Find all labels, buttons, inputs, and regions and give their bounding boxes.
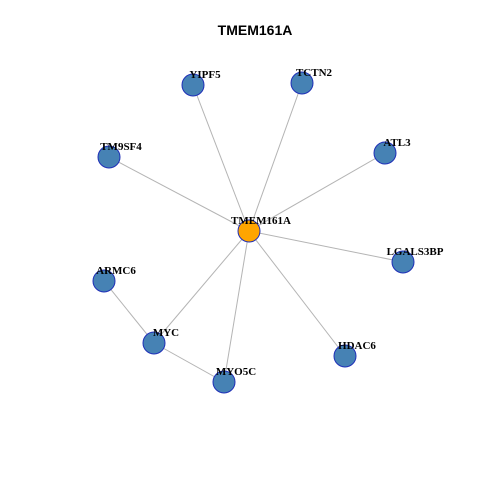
edge-tmem161a-tm9sf4 (108, 156, 250, 232)
node-tctn2 (290, 71, 314, 95)
node-armc6 (92, 269, 116, 293)
node-atl3 (373, 141, 397, 165)
edge-tmem161a-myc (153, 230, 250, 344)
edge-tmem161a-hdac6 (248, 230, 346, 357)
edge-tmem161a-myo5c (223, 230, 250, 383)
edge-myc-myo5c (153, 342, 225, 383)
node-lgals3bp (391, 250, 415, 274)
node-myc (142, 331, 166, 355)
node-label-yipf5: YIPF5 (189, 69, 221, 81)
edge-tmem161a-tctn2 (248, 82, 303, 232)
node-label-myo5c: MYO5C (216, 366, 256, 378)
edge-tmem161a-atl3 (248, 152, 386, 232)
node-tmem161a (237, 219, 261, 243)
node-label-lgals3bp: LGALS3BP (387, 246, 444, 258)
node-label-hdac6: HDAC6 (338, 340, 376, 352)
node-label-tctn2: TCTN2 (296, 67, 333, 79)
node-label-tmem161a: TMEM161A (231, 215, 291, 227)
edge-tmem161a-yipf5 (192, 84, 250, 232)
node-label-tm9sf4: TM9SF4 (100, 141, 142, 153)
node-label-myc: MYC (153, 327, 179, 339)
node-tm9sf4 (97, 145, 121, 169)
node-label-armc6: ARMC6 (96, 265, 136, 277)
edge-tmem161a-lgals3bp (248, 230, 404, 263)
diagram-title: TMEM161A (218, 22, 293, 38)
node-layer (92, 71, 415, 394)
node-hdac6 (333, 344, 357, 368)
edge-layer (103, 82, 404, 383)
node-yipf5 (181, 73, 205, 97)
node-myo5c (212, 370, 236, 394)
edge-armc6-myc (103, 280, 155, 344)
node-label-atl3: ATL3 (383, 137, 411, 149)
